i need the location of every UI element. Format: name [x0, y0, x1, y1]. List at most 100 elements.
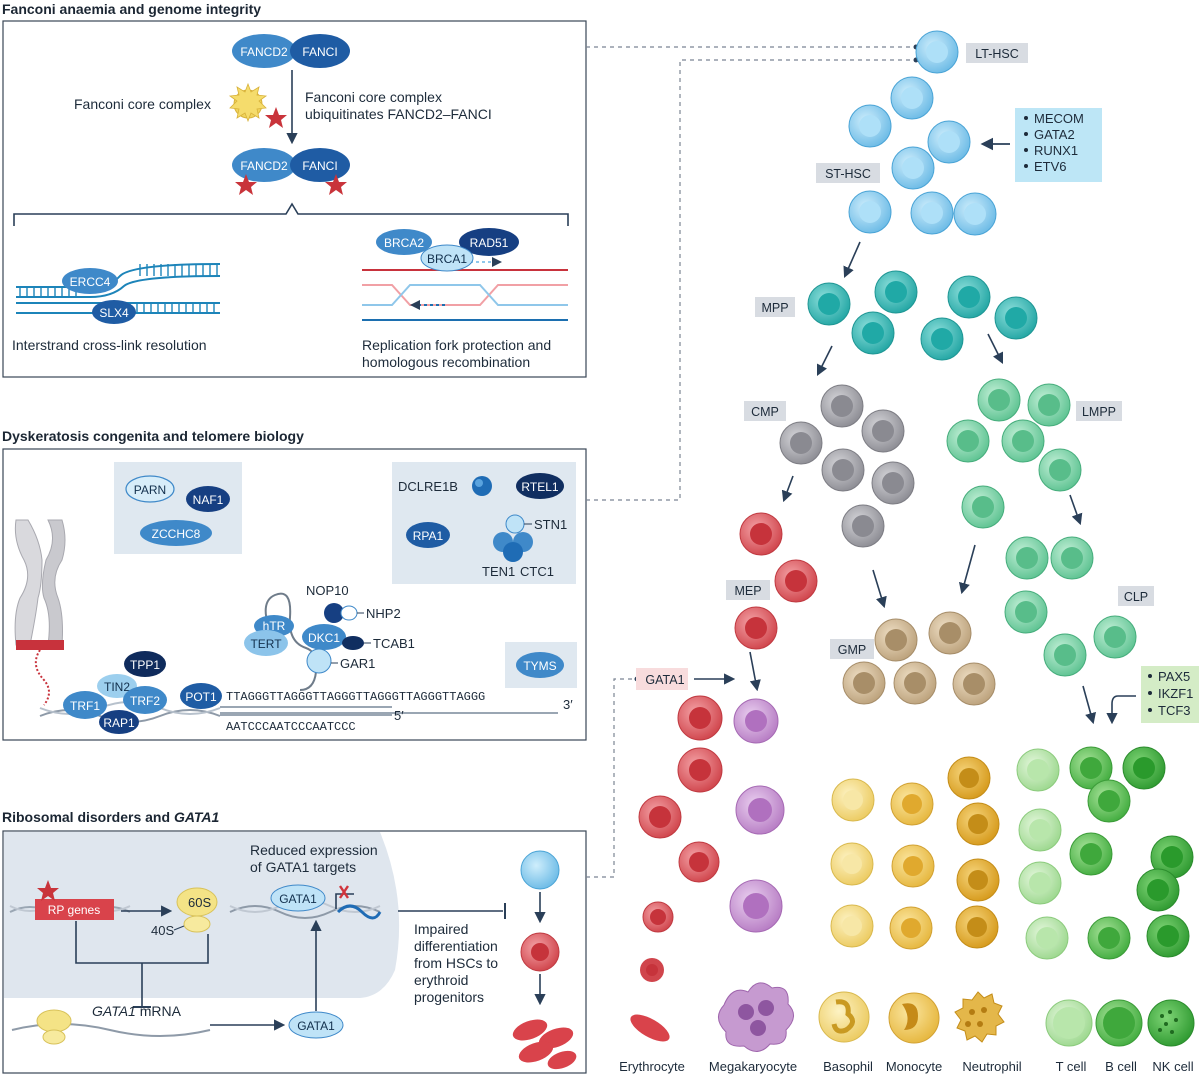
- mpp-cells: [807, 270, 1038, 361]
- impaired-line5: progenitors: [414, 989, 484, 1005]
- gata1-mrna-label: GATA1 mRNA: [92, 1003, 182, 1019]
- gata1-target-dna: GATA1: [229, 884, 382, 920]
- ribosomal-title-plain: Ribosomal disorders and: [2, 809, 174, 825]
- dyskeratosis-panel: Dyskeratosis congenita and telomere biol…: [2, 428, 587, 741]
- lmpp-cells: [946, 378, 1082, 529]
- impaired-line4: erythroid: [414, 972, 468, 988]
- st-hsc-cells: [848, 76, 997, 236]
- cmp-cells: [779, 384, 915, 548]
- hsc-factor: MECOM: [1034, 111, 1084, 126]
- chromosome-icon: [14, 519, 66, 706]
- telomere-sequence-bottom: AATCCCAATCCCAATCCC: [226, 720, 356, 734]
- b-cell-label: B cell: [1105, 1059, 1137, 1074]
- pot1-label: POT1: [185, 690, 217, 704]
- gata1-protein-label: GATA1: [297, 1019, 335, 1033]
- ubiquitin-star-icon: [235, 174, 257, 195]
- dkc1-label: DKC1: [308, 631, 340, 645]
- gata1-mrna: GATA1 mRNA: [11, 1003, 211, 1045]
- lymph-factor: TCF3: [1158, 703, 1191, 718]
- gmp-cells: [842, 611, 996, 706]
- gata1-mrna-italic: GATA1: [92, 1003, 136, 1019]
- rp-genes-dna: RP genes: [9, 880, 131, 920]
- stn1-label: STN1: [534, 517, 567, 532]
- fancd2-fanci-complex-ubiquitinated: FANCD2 FANCI: [232, 148, 350, 195]
- hsc-factor-list: MECOM GATA2 RUNX1 ETV6: [1024, 111, 1084, 174]
- 40s-label: 40S: [151, 923, 174, 938]
- telomere-dna: TTAGGGTTAGGGTTAGGGTTAGGGTTAGGGTTAGGG 3′ …: [39, 690, 573, 734]
- slx4-label: SLX4: [99, 306, 129, 320]
- tin2-label: TIN2: [104, 680, 130, 694]
- impaired-line1: Impaired: [414, 921, 468, 937]
- rpa1-label: RPA1: [413, 529, 444, 543]
- lymph-factor: PAX5: [1158, 669, 1190, 684]
- reduced-expression-line1: Reduced expression: [250, 842, 378, 858]
- basophil-lineage-cells: [818, 778, 875, 1043]
- gmp-label: GMP: [838, 643, 866, 657]
- fanci-label: FANCI: [302, 45, 337, 59]
- 60s-label: 60S: [188, 895, 211, 910]
- naf1-label: NAF1: [193, 493, 224, 507]
- monocyte-label: Monocyte: [886, 1059, 942, 1074]
- ubiquitin-star-icon: [265, 107, 287, 128]
- fanci-label: FANCI: [302, 159, 337, 173]
- erythroid-lineage-cells: [630, 695, 723, 1042]
- impaired-line2: differentiation: [414, 938, 498, 954]
- panel-connectors: [586, 46, 916, 878]
- ribosome-icon: 60S 40S: [151, 887, 218, 938]
- megakaryocyte-label: Megakaryocyte: [709, 1059, 797, 1074]
- cell-type-labels: Erythrocyte Megakaryocyte Basophil Monoc…: [619, 1059, 1194, 1074]
- impaired-line3: from HSCs to: [414, 955, 498, 971]
- lymph-factor: IKZF1: [1158, 686, 1193, 701]
- rap1-label: RAP1: [103, 716, 135, 730]
- dclre1b-label: DCLRE1B: [398, 479, 458, 494]
- megakaryocyte-lineage-cells: [718, 698, 794, 1052]
- rp-genes-label: RP genes: [48, 903, 100, 917]
- nk-cell-label: NK cell: [1152, 1059, 1193, 1074]
- fanconi-panel-title: Fanconi anaemia and genome integrity: [2, 1, 261, 17]
- gata1-tag: GATA1: [645, 673, 684, 687]
- fanconi-core-complex-icon: [228, 82, 268, 123]
- mutation-star-icon: [37, 880, 59, 901]
- tert-label: TERT: [250, 637, 282, 651]
- tyms-label: TYMS: [523, 659, 556, 673]
- dyskeratosis-panel-title: Dyskeratosis congenita and telomere biol…: [2, 428, 304, 444]
- sequence-5-prime: 5′: [394, 708, 404, 723]
- branch-bracket: [13, 202, 569, 226]
- hsc-factor: ETV6: [1034, 159, 1067, 174]
- tcab1-label: TCAB1: [373, 636, 415, 651]
- hsc-factor: RUNX1: [1034, 143, 1078, 158]
- icl-resolution-illustration: ERCC4 SLX4: [16, 263, 221, 324]
- telomere-sequence-top: TTAGGGTTAGGGTTAGGGTTAGGGTTAGGGTTAGGG: [226, 690, 485, 704]
- ercc4-label: ERCC4: [70, 275, 111, 289]
- trf2-label: TRF2: [130, 694, 160, 708]
- icl-resolution-label: Interstrand cross-link resolution: [12, 337, 207, 353]
- haematopoietic-hierarchy: LT-HSC ST-HSC MECOM GATA2 RUNX1 ETV6: [619, 30, 1199, 1074]
- lmpp-label: LMPP: [1082, 405, 1116, 419]
- hsc-factor: GATA2: [1034, 127, 1075, 142]
- st-hsc-label: ST-HSC: [825, 167, 871, 181]
- nop10-label: NOP10: [306, 583, 349, 598]
- clp-cells: [1004, 536, 1137, 677]
- nhp2-label: NHP2: [366, 606, 401, 621]
- ribosomal-title-italic: GATA1: [174, 809, 220, 825]
- lt-hsc-label: LT-HSC: [975, 47, 1019, 61]
- htr-label: hTR: [263, 619, 286, 633]
- gata1-mrna-plain: mRNA: [136, 1003, 182, 1019]
- t-cell-label: T cell: [1056, 1059, 1087, 1074]
- cmp-label: CMP: [751, 405, 779, 419]
- gar1-label: GAR1: [340, 656, 375, 671]
- mep-cells: [734, 512, 818, 650]
- ten1-label: TEN1: [482, 564, 515, 579]
- fancd2-fanci-complex-top: FANCD2 FANCI: [232, 34, 350, 68]
- brca1-label: BRCA1: [427, 252, 467, 266]
- tpp1-label: TPP1: [130, 658, 160, 672]
- neutrophil-lineage-cells: [947, 756, 1005, 1043]
- mpp-label: MPP: [761, 301, 788, 315]
- reduced-expression-line2: of GATA1 targets: [250, 859, 356, 875]
- nk-cell-lineage-cells: [1122, 746, 1195, 1047]
- lymphoid-factor-list: PAX5 IKZF1 TCF3: [1148, 669, 1193, 718]
- fancd2-label: FANCD2: [240, 159, 288, 173]
- ubiquitination-step-line2: ubiquitinates FANCD2–FANCI: [305, 106, 492, 122]
- parn-label: PARN: [134, 483, 166, 497]
